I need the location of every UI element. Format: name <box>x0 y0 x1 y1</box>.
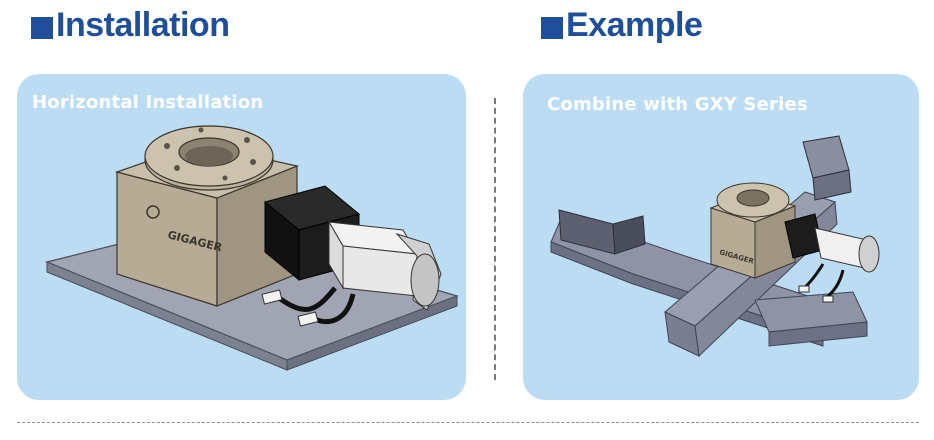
horizontal-installation-panel: GIGAGER Horizontal Installation <box>17 74 466 400</box>
example-heading: Example <box>541 6 703 45</box>
installation-title: Installation <box>56 6 230 44</box>
heading-square-icon <box>31 16 53 39</box>
installation-heading: Installation <box>31 6 230 45</box>
gxy-combination-illustration: GIGAGER <box>550 135 880 358</box>
rotary-stage-installation-illustration: GIGAGER <box>45 125 459 371</box>
heading-square-icon <box>541 16 563 39</box>
horizontal-installation-caption: Horizontal Installation <box>32 92 264 113</box>
example-title: Example <box>566 6 703 44</box>
gxy-combination-panel: GIGAGER Combine with GXY Series <box>523 74 919 400</box>
gxy-combination-caption: Combine with GXY Series <box>547 94 808 115</box>
vertical-divider <box>494 98 496 380</box>
horizontal-divider <box>17 422 919 423</box>
